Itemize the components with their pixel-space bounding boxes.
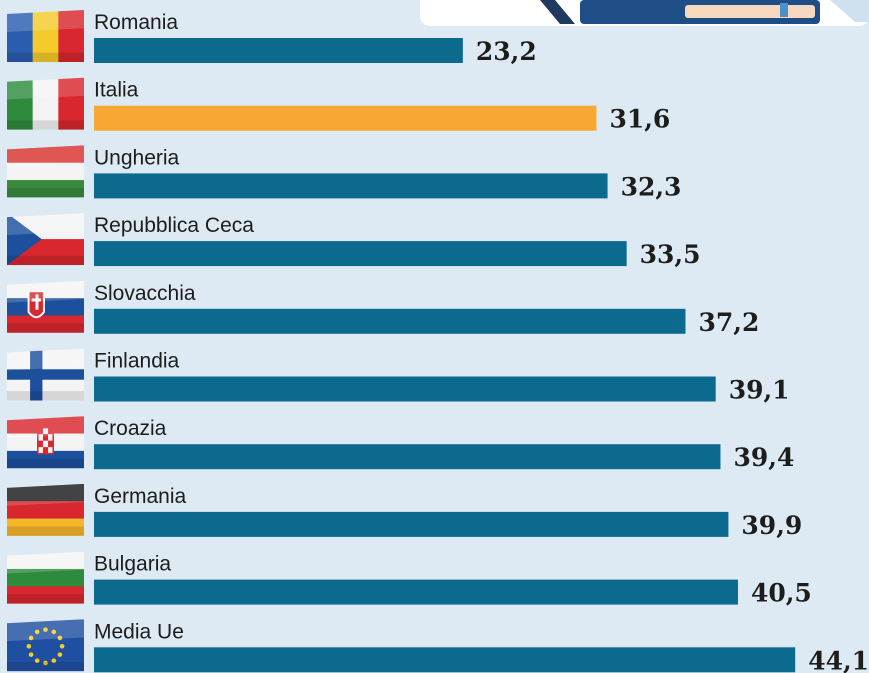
- value-label: 23,2: [476, 37, 537, 66]
- value-label: 32,3: [621, 172, 682, 201]
- value-label: 39,4: [733, 443, 794, 472]
- category-label: Croazia: [94, 417, 167, 440]
- bar: [94, 647, 796, 673]
- value-label: 40,5: [751, 579, 812, 608]
- flag-croatia-icon: [7, 416, 84, 469]
- bar: [94, 444, 721, 470]
- flag-bulgaria-icon: [7, 551, 84, 604]
- category-label: Romania: [94, 11, 178, 34]
- bar: [94, 241, 627, 267]
- value-label: 44,1: [808, 646, 869, 673]
- flag-hungary-icon: [7, 145, 84, 198]
- flag-finland-icon: [7, 348, 84, 401]
- bar: [94, 376, 716, 402]
- value-label: 39,1: [729, 376, 790, 405]
- bar: [94, 38, 463, 63]
- flag-romania-icon: [7, 10, 84, 62]
- flag-eu-icon: [7, 619, 84, 672]
- bar: [94, 308, 686, 334]
- category-label: Repubblica Ceca: [94, 214, 254, 237]
- category-label: Germania: [94, 485, 187, 508]
- flag-italy-icon: [7, 77, 84, 130]
- bar: [94, 511, 729, 537]
- flag-czech-icon: [7, 213, 84, 266]
- flag-slovakia-icon: [7, 280, 84, 333]
- category-label: Media Ue: [94, 620, 184, 643]
- category-label: Italia: [94, 79, 139, 102]
- flag-germany-icon: [7, 483, 84, 536]
- value-label: 33,5: [640, 240, 701, 269]
- category-label: Bulgaria: [94, 553, 171, 576]
- value-label: 37,2: [698, 308, 759, 337]
- value-label: 31,6: [609, 105, 670, 134]
- category-label: Slovacchia: [94, 282, 196, 305]
- bar: [94, 173, 608, 199]
- bar: [94, 579, 738, 605]
- bar: [94, 105, 597, 131]
- category-label: Ungheria: [94, 146, 180, 169]
- category-label: Finlandia: [94, 350, 180, 373]
- value-label: 39,9: [741, 511, 802, 540]
- header-illustration: [420, 0, 869, 26]
